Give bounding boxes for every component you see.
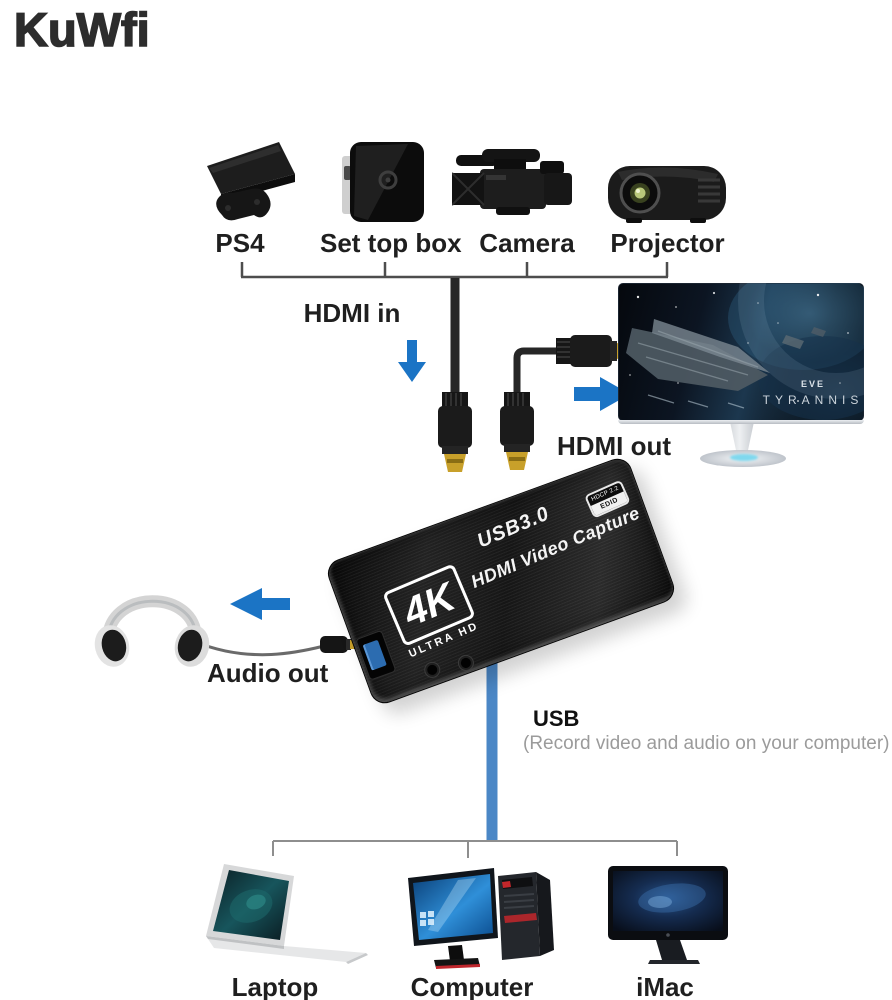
hdmi-out-label: HDMI out bbox=[556, 431, 672, 461]
source-device-label-ps4: PS4 bbox=[215, 228, 265, 258]
source-bracket-line bbox=[240, 262, 669, 279]
audio-cable bbox=[195, 640, 325, 657]
output-bracket-line bbox=[272, 840, 678, 858]
output-device-label-imac: iMac bbox=[636, 972, 694, 1000]
audio-jack-icon bbox=[425, 663, 439, 677]
brand-logo: KuWfi bbox=[13, 2, 150, 57]
usb-note: (Record video and audio on your computer… bbox=[523, 733, 890, 754]
audio-out-arrow-icon bbox=[230, 588, 290, 620]
space-scene bbox=[626, 283, 864, 420]
headphones-icon bbox=[94, 595, 210, 667]
monitor-screen: EVE TYRANNIS bbox=[618, 283, 864, 421]
output-device-label-laptop: Laptop bbox=[231, 972, 319, 1000]
source-device-label-projector: Projector bbox=[610, 228, 725, 258]
camera-icon bbox=[452, 149, 572, 215]
game-title: TYRANNIS bbox=[762, 393, 864, 407]
hdmi-connector-icon bbox=[500, 392, 534, 470]
game-logo: EVE bbox=[800, 379, 825, 389]
monitor: EVE TYRANNIS bbox=[614, 278, 866, 474]
ps4-icon bbox=[207, 142, 295, 221]
desktop-computer-icon bbox=[408, 868, 554, 969]
output-device-label-computer: Computer bbox=[410, 972, 534, 1000]
source-device-label-set-top-box: Set top box bbox=[320, 228, 462, 258]
usb-port-tongue bbox=[362, 639, 387, 671]
source-device-label-camera: Camera bbox=[479, 228, 575, 258]
monitor-base-glow bbox=[730, 454, 758, 461]
laptop-icon bbox=[206, 864, 368, 964]
audio-jack-icon bbox=[459, 656, 473, 670]
set-top-box-icon bbox=[342, 142, 424, 222]
monitor-bezel bbox=[618, 420, 864, 424]
4k-badge: 4K ULTRA HD bbox=[382, 563, 482, 660]
hdmi-in-label: HDMI in bbox=[303, 298, 401, 328]
usb-label: USB bbox=[533, 706, 580, 731]
hdmi-connector-icon bbox=[438, 392, 472, 472]
hdmi-in-arrow-icon bbox=[398, 340, 426, 382]
imac-icon bbox=[608, 866, 728, 964]
hdmi-out-cable bbox=[513, 347, 558, 400]
audio-out-label: Audio out bbox=[207, 658, 329, 688]
projector-icon bbox=[608, 166, 726, 223]
monitor-stand bbox=[730, 424, 754, 456]
hdmi-out-arrow-icon bbox=[574, 377, 630, 411]
